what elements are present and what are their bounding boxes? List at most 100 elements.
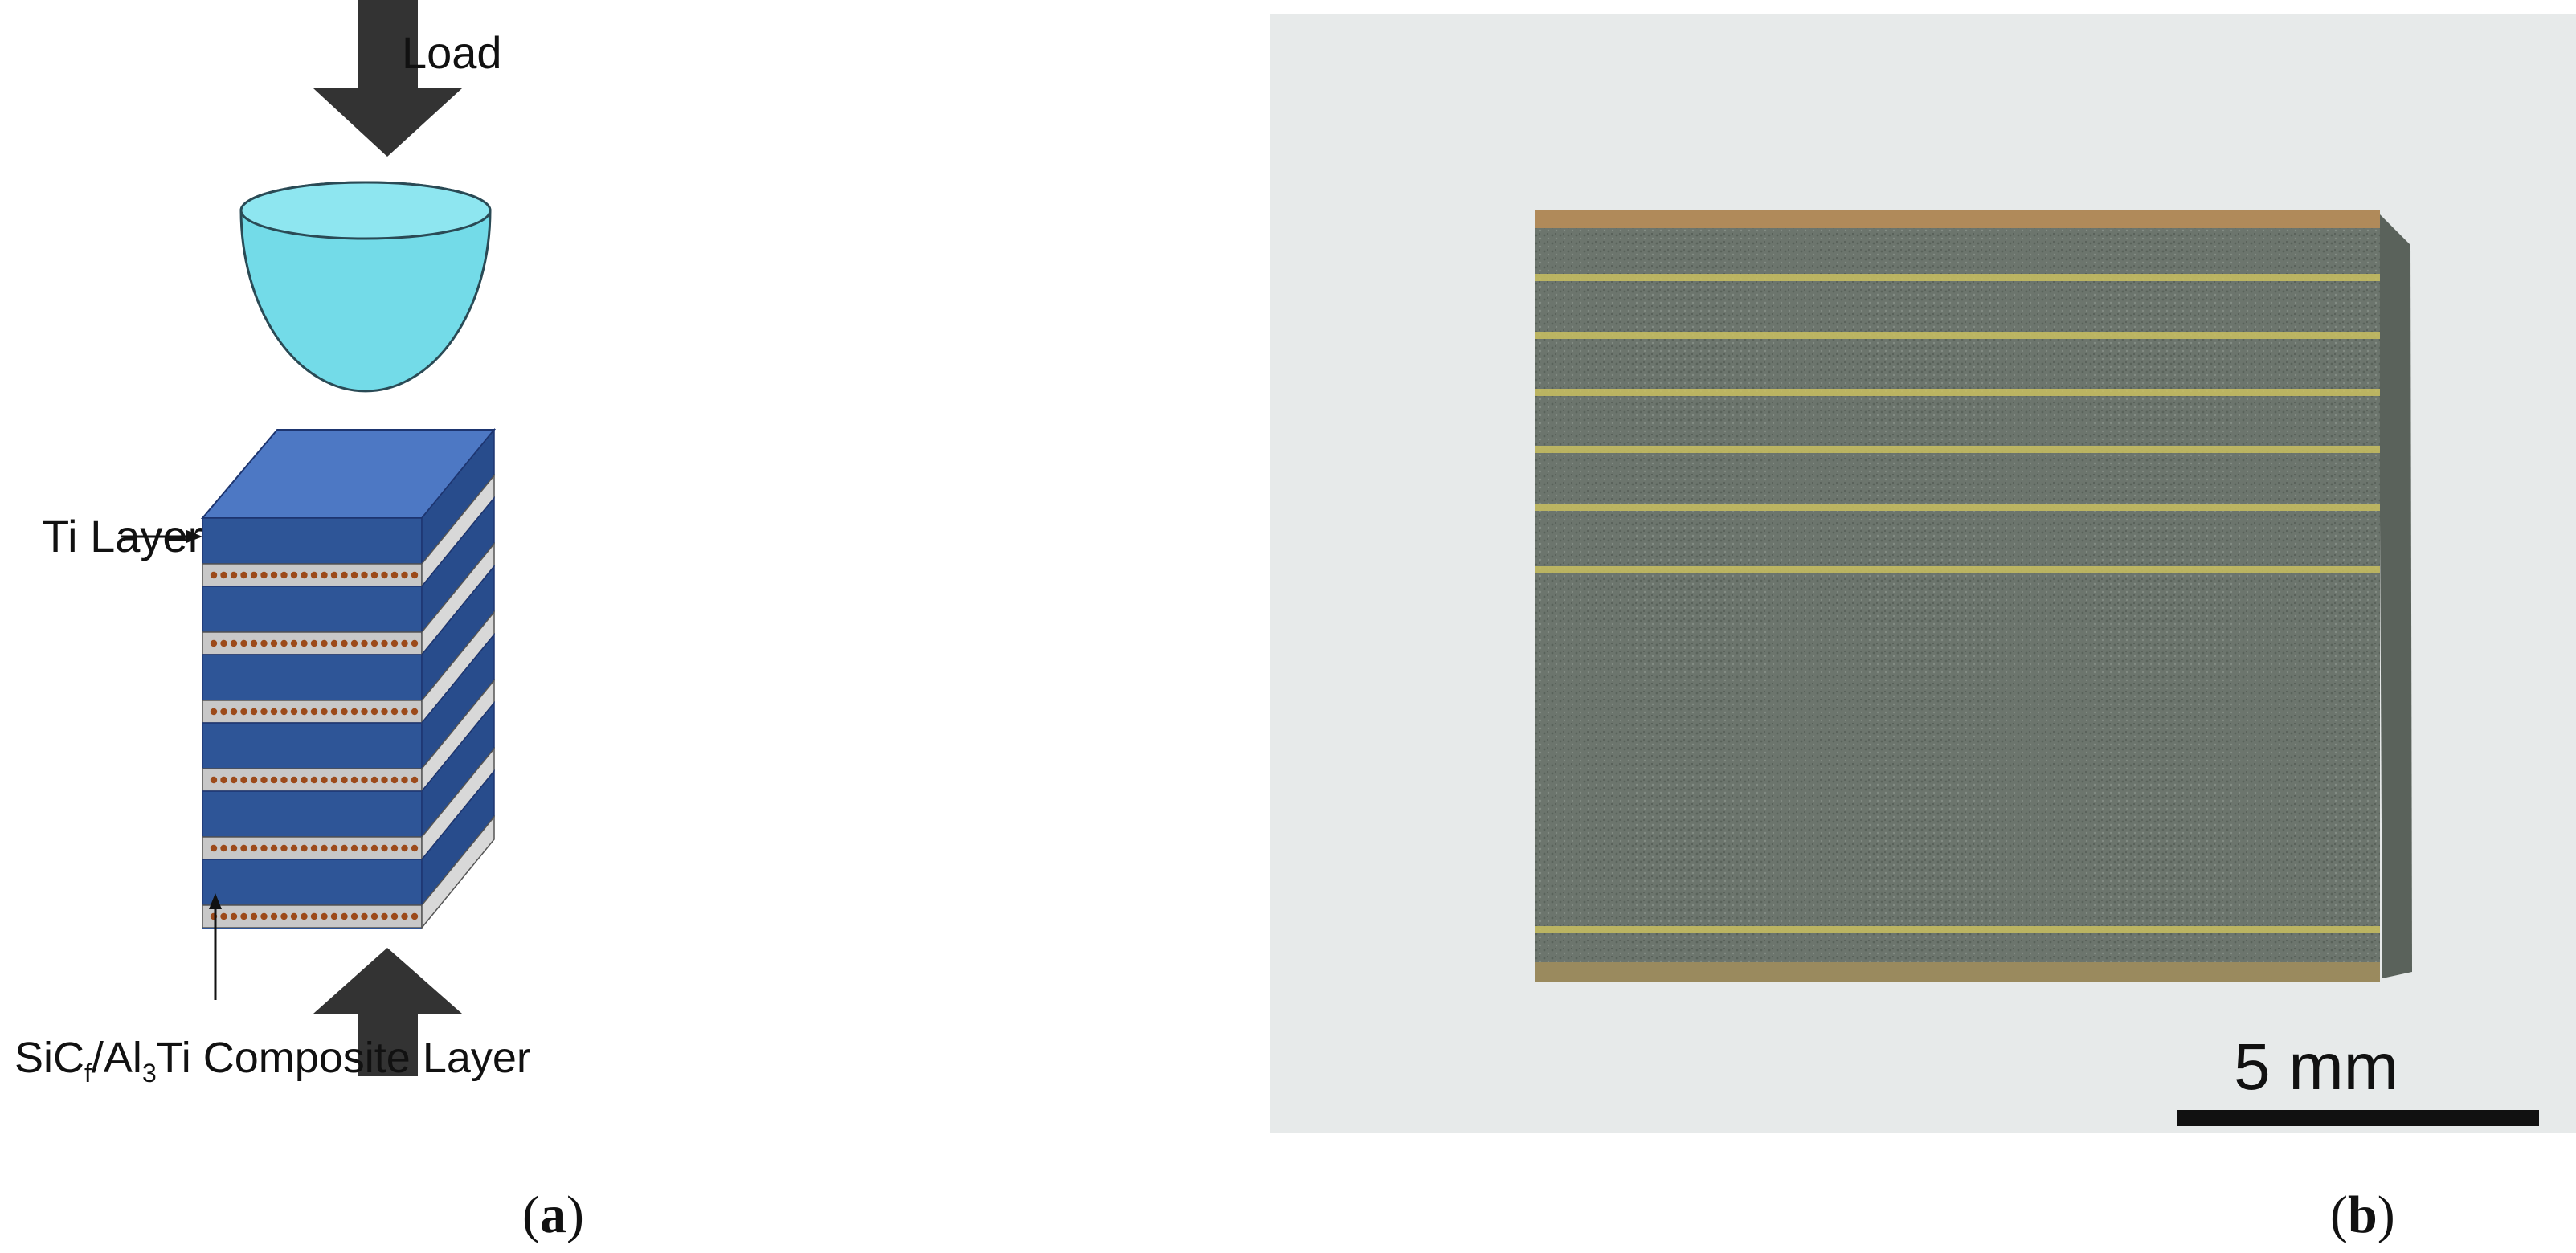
sic-fiber [330, 912, 338, 920]
sic-fiber [401, 912, 408, 920]
sic-fiber [210, 844, 218, 852]
sic-fiber [411, 912, 419, 920]
sic-fiber [280, 776, 288, 784]
caption-a-close: ) [566, 1186, 584, 1244]
sic-fiber [270, 571, 278, 579]
sic-fiber [270, 708, 278, 716]
composite-layer-side [421, 814, 495, 930]
caption-a-open: ( [522, 1186, 540, 1244]
sic-fiber [361, 844, 368, 852]
sic-fiber [280, 912, 288, 920]
sic-fiber [370, 912, 378, 920]
sample-stripe [1535, 504, 2380, 511]
caption-b: (b) [2330, 1189, 2395, 1242]
sic-fiber [381, 912, 388, 920]
ti-layer-front [202, 586, 423, 633]
sic-fiber [341, 776, 348, 784]
sic-fiber [230, 571, 238, 579]
sample-stripe [1535, 332, 2380, 339]
sic-fiber [310, 776, 318, 784]
sic-fiber [330, 708, 338, 716]
sic-fiber [250, 708, 258, 716]
sic-fiber [411, 571, 419, 579]
sic-fiber [230, 639, 238, 647]
ti-layer-pointer-head [186, 530, 202, 543]
sic-fiber [250, 776, 258, 784]
sic-fiber [220, 844, 227, 852]
panel-b-photo: 5 mm (b) [1270, 0, 2576, 1242]
sic-fiber [310, 639, 318, 647]
sic-fiber [390, 639, 399, 647]
sic-fiber [361, 639, 368, 647]
sample-stripe [1535, 446, 2380, 453]
sic-fiber [230, 776, 238, 784]
sic-fiber [381, 776, 388, 784]
sample-stripe [1535, 274, 2380, 281]
sic-fiber [370, 708, 378, 716]
sic-fiber [370, 571, 378, 579]
sic-fiber [290, 639, 298, 647]
caption-b-letter: b [2347, 1186, 2378, 1244]
sic-fiber [240, 639, 247, 647]
sic-fiber [321, 708, 328, 716]
sic-fiber [330, 571, 338, 579]
cube-front-face [202, 517, 423, 929]
sic-fiber [411, 639, 419, 647]
sic-fiber [220, 912, 227, 920]
sic-fiber [280, 844, 288, 852]
sic-fiber [310, 708, 318, 716]
sic-fiber [361, 912, 368, 920]
sic-fiber [381, 844, 388, 852]
sic-fiber [210, 776, 218, 784]
ti-layer-front [202, 790, 423, 838]
load-arrow-bottom [313, 948, 462, 1076]
sic-fiber [301, 776, 308, 784]
sic-fiber [290, 844, 298, 852]
laminate-schematic [121, 0, 497, 1076]
sic-fiber [321, 844, 328, 852]
sic-fiber [310, 571, 318, 579]
sic-fiber [270, 844, 278, 852]
sample-stripe [1535, 389, 2380, 396]
sic-fiber [401, 844, 408, 852]
composite-label-sic: SiC [14, 1034, 85, 1082]
composite-label-sub-f: f [84, 1058, 92, 1088]
sic-fiber [361, 571, 368, 579]
sample-side-right [2378, 213, 2412, 978]
sic-fiber [350, 708, 358, 716]
sic-fiber [350, 571, 358, 579]
sic-fiber [381, 708, 388, 716]
sic-fiber [230, 708, 238, 716]
sic-fiber [401, 571, 408, 579]
composite-pointer-head [209, 893, 222, 909]
sic-fiber [330, 776, 338, 784]
cube-side-face [421, 427, 495, 930]
sic-fiber [290, 708, 298, 716]
sic-fiber [310, 912, 318, 920]
sic-fiber [390, 708, 399, 716]
sic-fiber [411, 776, 419, 784]
caption-b-close: ) [2377, 1186, 2395, 1244]
sic-fiber [321, 776, 328, 784]
sic-fiber [270, 912, 278, 920]
sic-fiber [280, 571, 288, 579]
sic-fiber [240, 708, 247, 716]
caption-a: (a) [522, 1189, 584, 1242]
sic-fiber [260, 708, 268, 716]
sic-fiber [341, 708, 348, 716]
sic-fiber [361, 708, 368, 716]
sic-fiber [220, 571, 227, 579]
sic-fiber [370, 639, 378, 647]
sic-fiber [401, 708, 408, 716]
sic-fiber [390, 912, 399, 920]
sic-fiber [260, 912, 268, 920]
sic-fiber [230, 844, 238, 852]
sic-fiber [330, 844, 338, 852]
composite-label-sub-3: 3 [141, 1058, 157, 1088]
sample-top-edge [1535, 210, 2380, 228]
sic-fiber [390, 844, 399, 852]
sample-bottom-edge [1535, 962, 2380, 982]
load-label: Load [402, 27, 502, 78]
ti-layer-front [202, 859, 423, 906]
sic-fiber [210, 571, 218, 579]
